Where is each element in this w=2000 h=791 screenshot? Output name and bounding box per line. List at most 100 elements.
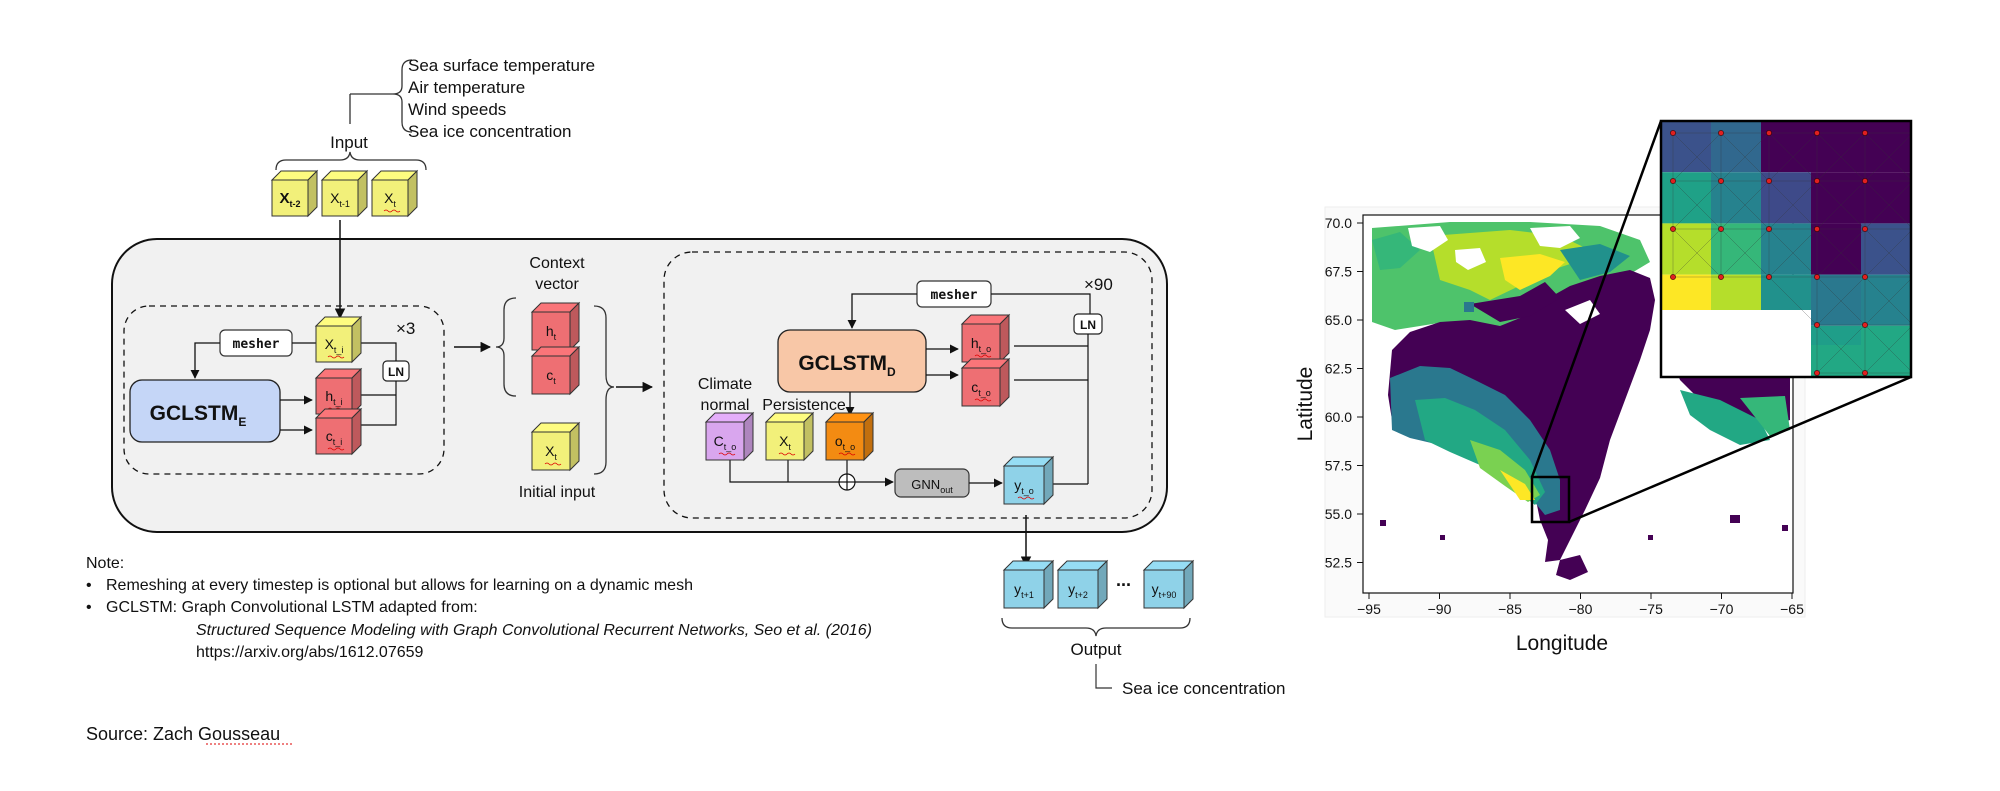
output-cube-t2-label: yt+2	[1068, 581, 1088, 600]
map-x-tick-label: −70	[1710, 601, 1734, 617]
gclstm-encoder-block	[129, 379, 281, 443]
climate-normal-cube: Ct_o	[704, 411, 755, 462]
initial-input-cube: Xt	[530, 421, 581, 472]
decoder-h-cube-label: ht_o	[971, 335, 991, 354]
context-h-cube: ht	[530, 301, 581, 352]
decoder-o-cube-label: ot_o	[835, 433, 855, 452]
map-y-label: Latitude	[1294, 367, 1317, 442]
note-url[interactable]: https://arxiv.org/abs/1612.07659	[196, 644, 424, 661]
map-y-tick-label: 62.5	[1325, 361, 1352, 377]
input-brace	[275, 151, 427, 171]
initial-input-label: Initial input	[519, 484, 596, 501]
svg-text:LN: LN	[1080, 318, 1096, 332]
encoder-mesher-arrow	[190, 342, 220, 379]
map-y-ticks: 70.067.565.062.560.057.555.052.5	[1325, 215, 1363, 571]
output-cube-t1-label: yt+1	[1014, 581, 1034, 600]
map-y-tick-label: 52.5	[1325, 555, 1352, 571]
map-y-tick-label: 57.5	[1325, 458, 1352, 474]
context-right-brace	[593, 305, 615, 475]
map-zoom-selection	[1530, 475, 1571, 524]
input-cube-t-1-label: Xt-1	[330, 190, 350, 209]
model-panel	[111, 238, 1168, 533]
input-variables-brace	[349, 59, 413, 133]
note-bullet-2-dot: •	[86, 599, 92, 616]
map-x-tick-label: −95	[1357, 601, 1381, 617]
climate-normal-cube-label: Ct_o	[714, 433, 737, 452]
decoder-o-cube: ot_o	[824, 411, 875, 462]
output-cube-t1: yt+1	[1002, 559, 1055, 610]
input-variable-sea-ice: Sea ice concentration	[408, 122, 572, 141]
output-cube-t90-label: yt+90	[1152, 581, 1177, 600]
note-bullet-2: GCLSTM: Graph Convolutional LSTM adapted…	[106, 599, 478, 616]
input-variable-sst: Sea surface temperature	[408, 56, 595, 75]
gclstm-decoder-label: GCLSTMD	[798, 352, 896, 379]
persistence-cube-label: Xt	[779, 433, 791, 452]
persistence-label: Persistence	[762, 397, 846, 414]
climate-normal-label-2: normal	[701, 397, 750, 414]
note-title: Note:	[86, 555, 124, 572]
note-bullet-1-dot: •	[86, 577, 92, 594]
encoder-c-cube: ct_i	[314, 407, 363, 456]
output-title: Output	[1070, 640, 1121, 659]
input-cubes: Xt-2 Xt-1 Xt	[270, 169, 419, 218]
initial-input-cube-label: Xt	[545, 443, 557, 462]
mesh-inset-frame	[1659, 119, 1913, 379]
encoder-repeat: ×3	[396, 319, 415, 338]
map-x-tick-label: −80	[1569, 601, 1593, 617]
map-y-tick-label: 65.0	[1325, 312, 1352, 328]
map-x-tick-label: −85	[1498, 601, 1522, 617]
note-bullet-1: Remeshing at every timestep is optional …	[106, 577, 693, 594]
map-x-tick-label: −75	[1639, 601, 1663, 617]
svg-text:mesher: mesher	[931, 288, 978, 303]
map-y-tick-label: 55.0	[1325, 506, 1352, 522]
output-variable: Sea ice concentration	[1122, 679, 1286, 698]
encoder-x-cube-label: Xt_i	[325, 336, 344, 355]
svg-text:mesher: mesher	[233, 337, 280, 352]
output-ellipsis: ...	[1116, 570, 1131, 590]
persistence-cube: Xt	[764, 411, 815, 462]
context-title-1: Context	[529, 255, 585, 272]
map-x-label: Longitude	[1516, 632, 1608, 655]
decoder-cubes: ht_o ct_oCt_o Xt ot_o yt_o	[704, 313, 1055, 506]
encoder-h-cube: ht_i	[314, 367, 363, 416]
output-cube-t2: yt+2	[1056, 559, 1109, 610]
decoder-repeat: ×90	[1084, 275, 1113, 294]
source-credit: Source: Zach Gousseau	[86, 724, 280, 744]
context-h-cube-label: ht	[546, 323, 557, 342]
decoder-dashed-box	[663, 251, 1153, 519]
map-frame	[1362, 214, 1794, 594]
output-brace	[1001, 617, 1191, 637]
map-y-tick-label: 70.0	[1325, 215, 1352, 231]
map-x-ticks: −95 −90 −85 −80 −75 −70 −65	[1357, 593, 1804, 617]
context-c-cube-label: ct	[546, 367, 556, 386]
map-x-tick-label: −90	[1428, 601, 1452, 617]
climate-normal-label-1: Climate	[698, 376, 752, 393]
input-title: Input	[330, 133, 368, 152]
decoder-c-cube-label: ct_o	[971, 379, 991, 398]
gnn-out-label: GNNout	[911, 477, 953, 495]
input-cube-t-label: Xt	[384, 190, 396, 209]
context-c-cube: ct	[530, 345, 581, 396]
input-cube-t-1: Xt-1	[320, 169, 369, 218]
input-cube-t-2: Xt-2	[270, 169, 319, 218]
gclstm-encoder-label: GCLSTME	[150, 402, 247, 429]
input-cube-t-2-label: Xt-2	[279, 190, 300, 209]
note-citation: Structured Sequence Modeling with Graph …	[196, 622, 872, 639]
input-variable-wind: Wind speeds	[408, 100, 506, 119]
mesh-inset	[1661, 121, 1911, 377]
gclstm-decoder-block	[777, 329, 927, 393]
svg-text:LN: LN	[388, 365, 404, 379]
map-x-tick-label: −65	[1780, 601, 1804, 617]
decoder-y-cube-label: yt_o	[1014, 477, 1034, 496]
output-cube-t90: yt+90	[1142, 559, 1195, 610]
encoder-x-cube: Xt_i	[314, 315, 363, 364]
map-y-tick-label: 60.0	[1325, 409, 1352, 425]
encoder-c-cube-label: ct_i	[326, 428, 343, 447]
encoder-cubes: Xt_i ht_i ct_i	[314, 315, 363, 456]
decoder-c-cube: ct_o	[960, 357, 1011, 408]
context-left-brace	[495, 297, 517, 397]
input-variable-air-temp: Air temperature	[408, 78, 525, 97]
context-title-2: vector	[535, 276, 579, 293]
